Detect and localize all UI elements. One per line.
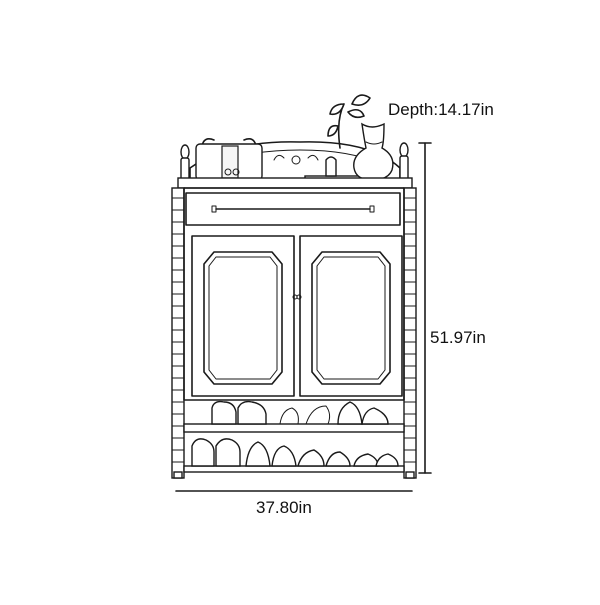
upper-shoe-shelf [183,423,405,433]
drawer [185,192,401,226]
right-finial [399,142,409,181]
cabinet-body [183,187,405,401]
left-foot [173,471,183,479]
right-door [299,235,403,397]
left-leg [171,187,185,479]
width-label: 37.80in [256,498,312,517]
shoe-icon [211,400,389,425]
door-knobs [292,294,302,300]
shoe-icon [191,438,399,467]
handbag-icon [195,138,263,181]
depth-label: Depth:14.17in [388,100,494,119]
left-door [191,235,295,397]
lower-shoe-shelf [183,465,405,473]
right-leg [403,187,417,479]
height-label: 51.97in [430,328,486,347]
small-vase-icon [325,156,337,177]
left-finial [180,144,190,181]
right-foot [405,471,415,479]
flower-vase-icon [327,94,394,181]
countertop [177,177,413,189]
